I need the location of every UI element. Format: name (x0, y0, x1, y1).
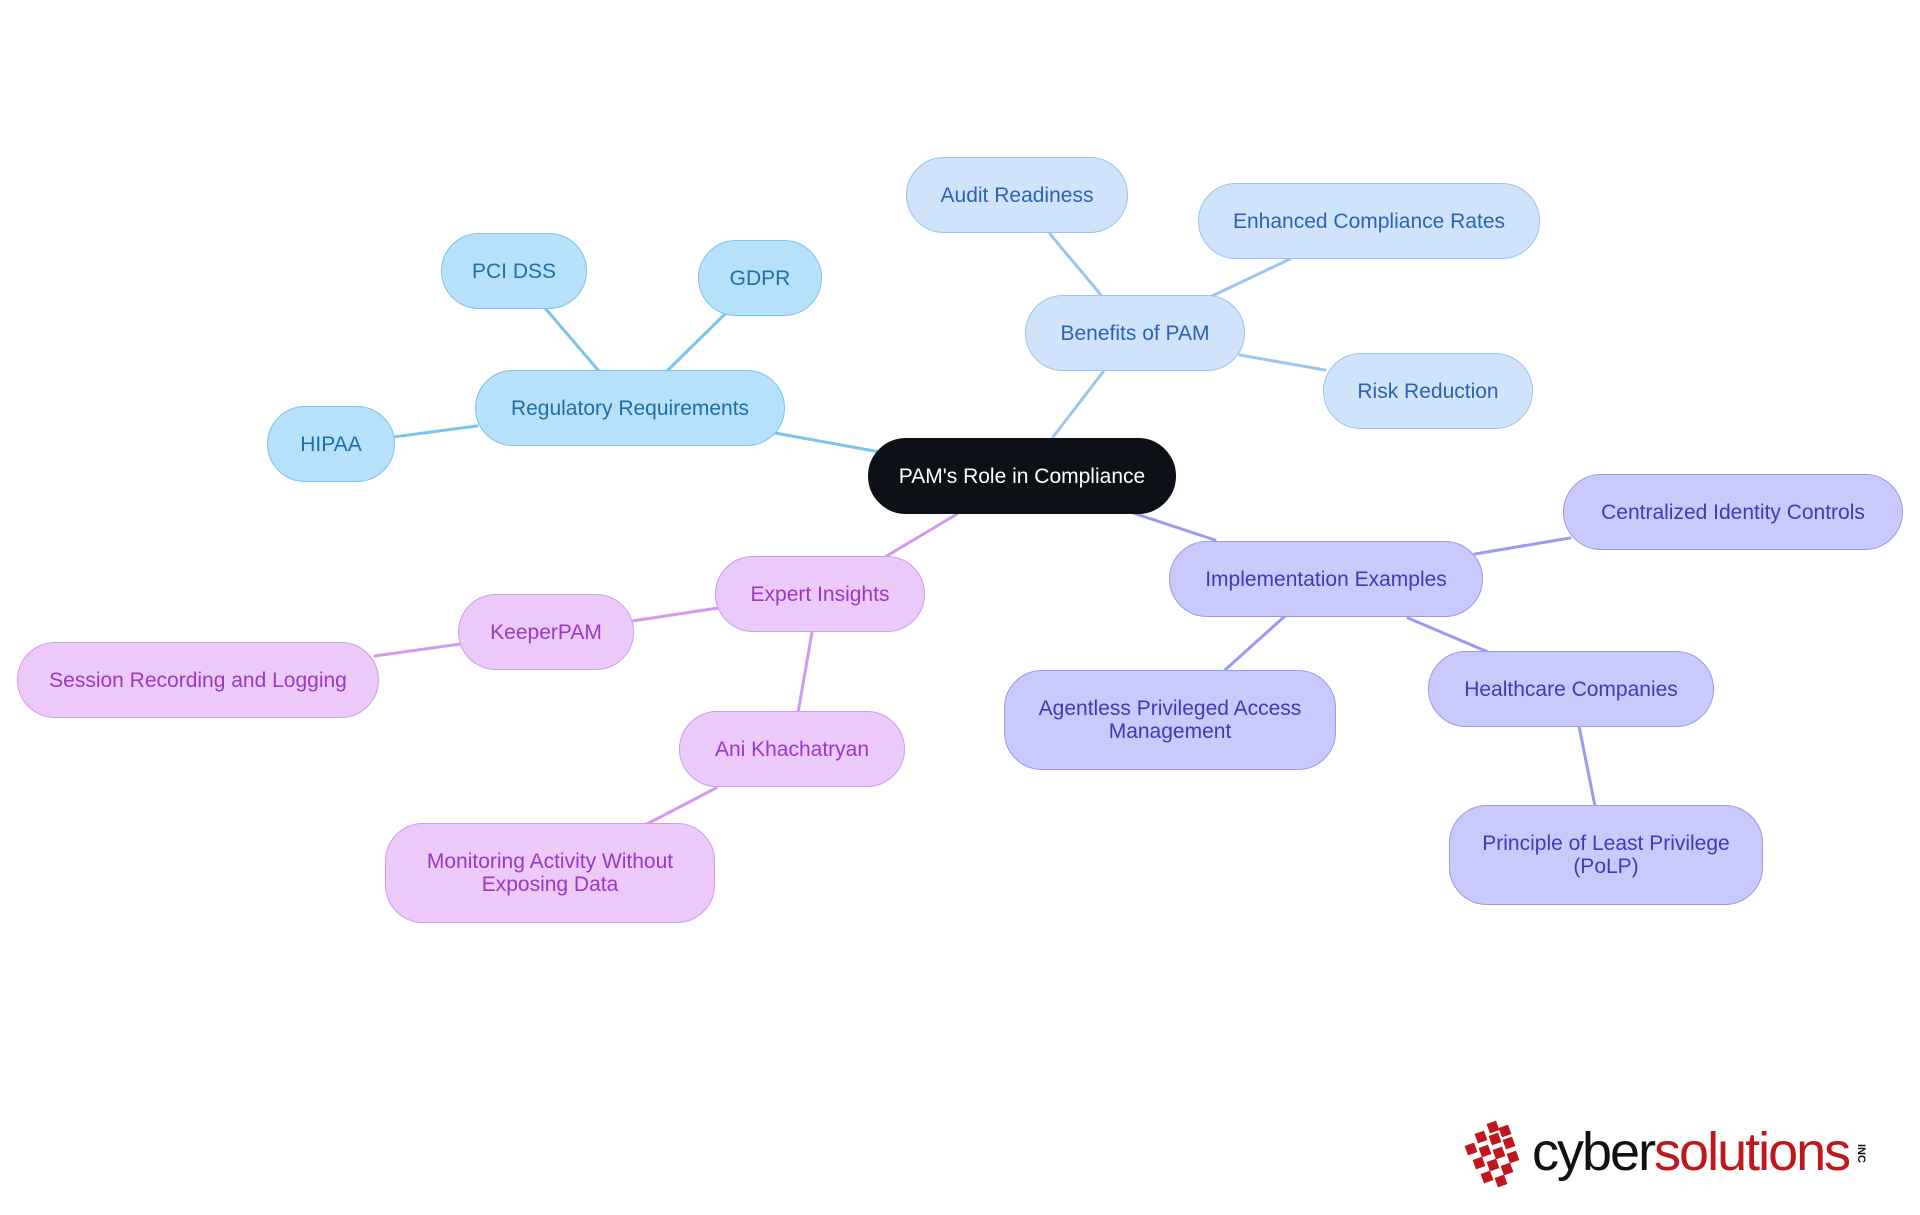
link-expert-ani (796, 630, 814, 715)
logo-square-2 (1474, 1130, 1488, 1144)
logo-square-3 (1488, 1132, 1502, 1146)
link-regulatory-gdpr (666, 312, 727, 372)
link-regulatory-pcidss (543, 306, 600, 372)
logo-square-0 (1486, 1120, 1500, 1134)
link-benefits-audit (1048, 232, 1103, 297)
link-root-expert (883, 512, 959, 559)
branch-implementation-examples: Implementation Examples (1169, 541, 1483, 617)
logo-square-12 (1480, 1170, 1494, 1184)
link-root-benefits (1051, 370, 1105, 439)
leaf-session-recording-and-logging: Session Recording and Logging (17, 642, 379, 718)
leaf-keeperpam: KeeperPAM (458, 594, 634, 670)
branch-expert-insights: Expert Insights (715, 556, 925, 632)
logo-squares-icon (1464, 1120, 1520, 1188)
leaf-agentless-privileged-access-management: Agentless Privileged Access Management (1004, 670, 1336, 770)
logo-square-10 (1486, 1158, 1500, 1172)
link-benefits-enhanced (1210, 257, 1292, 298)
logo-word-cyber: cyber (1532, 1122, 1656, 1182)
logo-square-8 (1506, 1150, 1520, 1164)
link-root-implementation (1128, 510, 1217, 542)
leaf-audit-readiness: Audit Readiness (906, 157, 1128, 233)
leaf-enhanced-compliance-rates: Enhanced Compliance Rates (1198, 183, 1540, 259)
logo-square-6 (1478, 1144, 1492, 1158)
leaf-principle-of-least-privilege: Principle of Least Privilege (PoLP) (1449, 805, 1763, 905)
logo-square-5 (1464, 1142, 1478, 1156)
link-regulatory-hipaa (391, 424, 479, 439)
leaf-gdpr: GDPR (698, 240, 822, 316)
logo-square-1 (1498, 1124, 1512, 1138)
logo-inc-suffix: INC (1855, 1144, 1867, 1163)
logo-square-13 (1494, 1174, 1508, 1188)
logo-wordmark: cybersolutions (1532, 1120, 1851, 1184)
link-benefits-risk (1238, 353, 1327, 372)
link-implementation-agentless (1223, 614, 1287, 672)
leaf-hipaa: HIPAA (267, 406, 395, 482)
logo-word-solutions: solutions (1654, 1122, 1851, 1182)
link-implementation-centralized (1473, 536, 1572, 556)
link-expert-keeperpam (630, 606, 720, 623)
link-implementation-healthcare (1406, 616, 1490, 654)
leaf-healthcare-companies: Healthcare Companies (1428, 651, 1714, 727)
branch-regulatory-requirements: Regulatory Requirements (475, 370, 785, 446)
link-healthcare-polp (1577, 724, 1597, 808)
branch-benefits-of-pam: Benefits of PAM (1025, 295, 1245, 371)
logo-square-7 (1492, 1146, 1506, 1160)
root-node: PAM's Role in Compliance (868, 438, 1176, 514)
cybersolutions-logo: cybersolutions INC (1460, 1118, 1870, 1198)
leaf-monitoring-activity-without-exposing-data: Monitoring Activity Without Exposing Dat… (385, 823, 715, 923)
logo-square-4 (1502, 1136, 1516, 1150)
leaf-pci-dss: PCI DSS (441, 233, 587, 309)
logo-square-11 (1500, 1162, 1514, 1176)
leaf-centralized-identity-controls: Centralized Identity Controls (1563, 474, 1903, 550)
logo-square-9 (1472, 1156, 1486, 1170)
leaf-ani-khachatryan: Ani Khachatryan (679, 711, 905, 787)
link-ani-monitoring (643, 786, 718, 827)
link-root-regulatory (773, 431, 882, 454)
leaf-risk-reduction: Risk Reduction (1323, 353, 1533, 429)
link-keeperpam-session (373, 642, 462, 658)
